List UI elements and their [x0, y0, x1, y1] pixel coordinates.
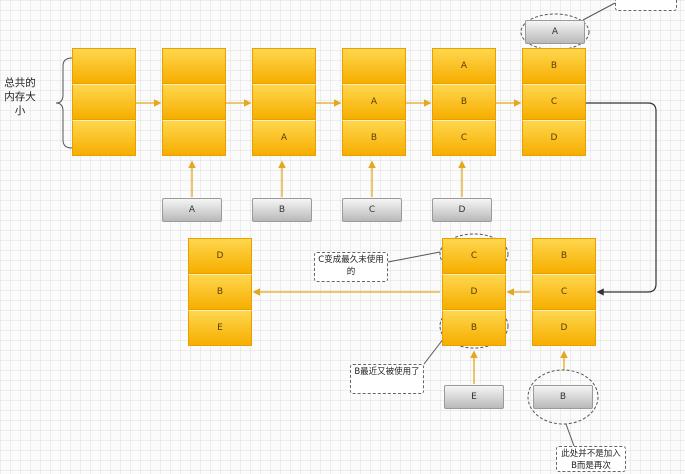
stack-cell: D: [532, 310, 596, 346]
stack-cell: D: [442, 274, 506, 310]
memory-stack-1: [72, 48, 136, 156]
stack-cell: [342, 48, 406, 84]
note-b-recently-used: B最近又被使用了: [350, 364, 424, 394]
back-arrow: [586, 102, 657, 296]
evicted-page-box: A: [525, 20, 585, 44]
stack-cell: E: [188, 310, 252, 346]
memory-stack-4: A B: [342, 48, 406, 156]
stack-cell: C: [442, 238, 506, 274]
input-box-a: A: [162, 198, 222, 222]
top-right-callout: [615, 0, 677, 11]
stack-cell: C: [532, 274, 596, 310]
result-stack: D B E: [188, 238, 252, 346]
stack-cell: [252, 48, 316, 84]
stack-cell: B: [342, 120, 406, 156]
stack-cell: D: [522, 120, 586, 156]
stack-cell: [72, 120, 136, 156]
stack-cell: B: [532, 238, 596, 274]
stack-cell: [72, 84, 136, 120]
callout-line-c: [387, 251, 441, 263]
memory-size-label: 总共的内存大小: [4, 77, 36, 117]
stack-cell: C: [432, 120, 496, 156]
stack-cell: [162, 48, 226, 84]
input-box-b-repeat: B: [533, 385, 593, 409]
stack-cell: B: [442, 310, 506, 346]
stack-cell: B: [522, 48, 586, 84]
evicted-callout-line: [582, 2, 616, 21]
input-box-d: D: [432, 198, 492, 222]
callout-line-b2: [565, 423, 575, 447]
input-box-e: E: [444, 385, 504, 409]
stack-cell: D: [188, 238, 252, 274]
memory-stack-5: A B C: [432, 48, 496, 156]
input-box-b: B: [252, 198, 312, 222]
input-box-c: C: [342, 198, 402, 222]
memory-stack-3: A: [252, 48, 316, 156]
stack-cell: [252, 84, 316, 120]
note-b-not-added: 此处并不是加入B而是再次: [556, 446, 626, 472]
stack-cell: A: [252, 120, 316, 156]
stack-cell: A: [432, 48, 496, 84]
stack-cell: B: [432, 84, 496, 120]
memory-stack-2: [162, 48, 226, 156]
callout-line-b: [423, 337, 445, 365]
stack-cell: B: [188, 274, 252, 310]
memory-brace: [55, 57, 73, 149]
stack-cell: C: [522, 84, 586, 120]
stack-cell: [162, 120, 226, 156]
note-c-least-recent: C变成最久未使用的: [314, 252, 388, 282]
middle-stack: C D B: [442, 238, 506, 346]
right-stack: B C D: [532, 238, 596, 346]
stack-cell: A: [342, 84, 406, 120]
stack-cell: [72, 48, 136, 84]
memory-stack-6: B C D: [522, 48, 586, 156]
stack-cell: [162, 84, 226, 120]
